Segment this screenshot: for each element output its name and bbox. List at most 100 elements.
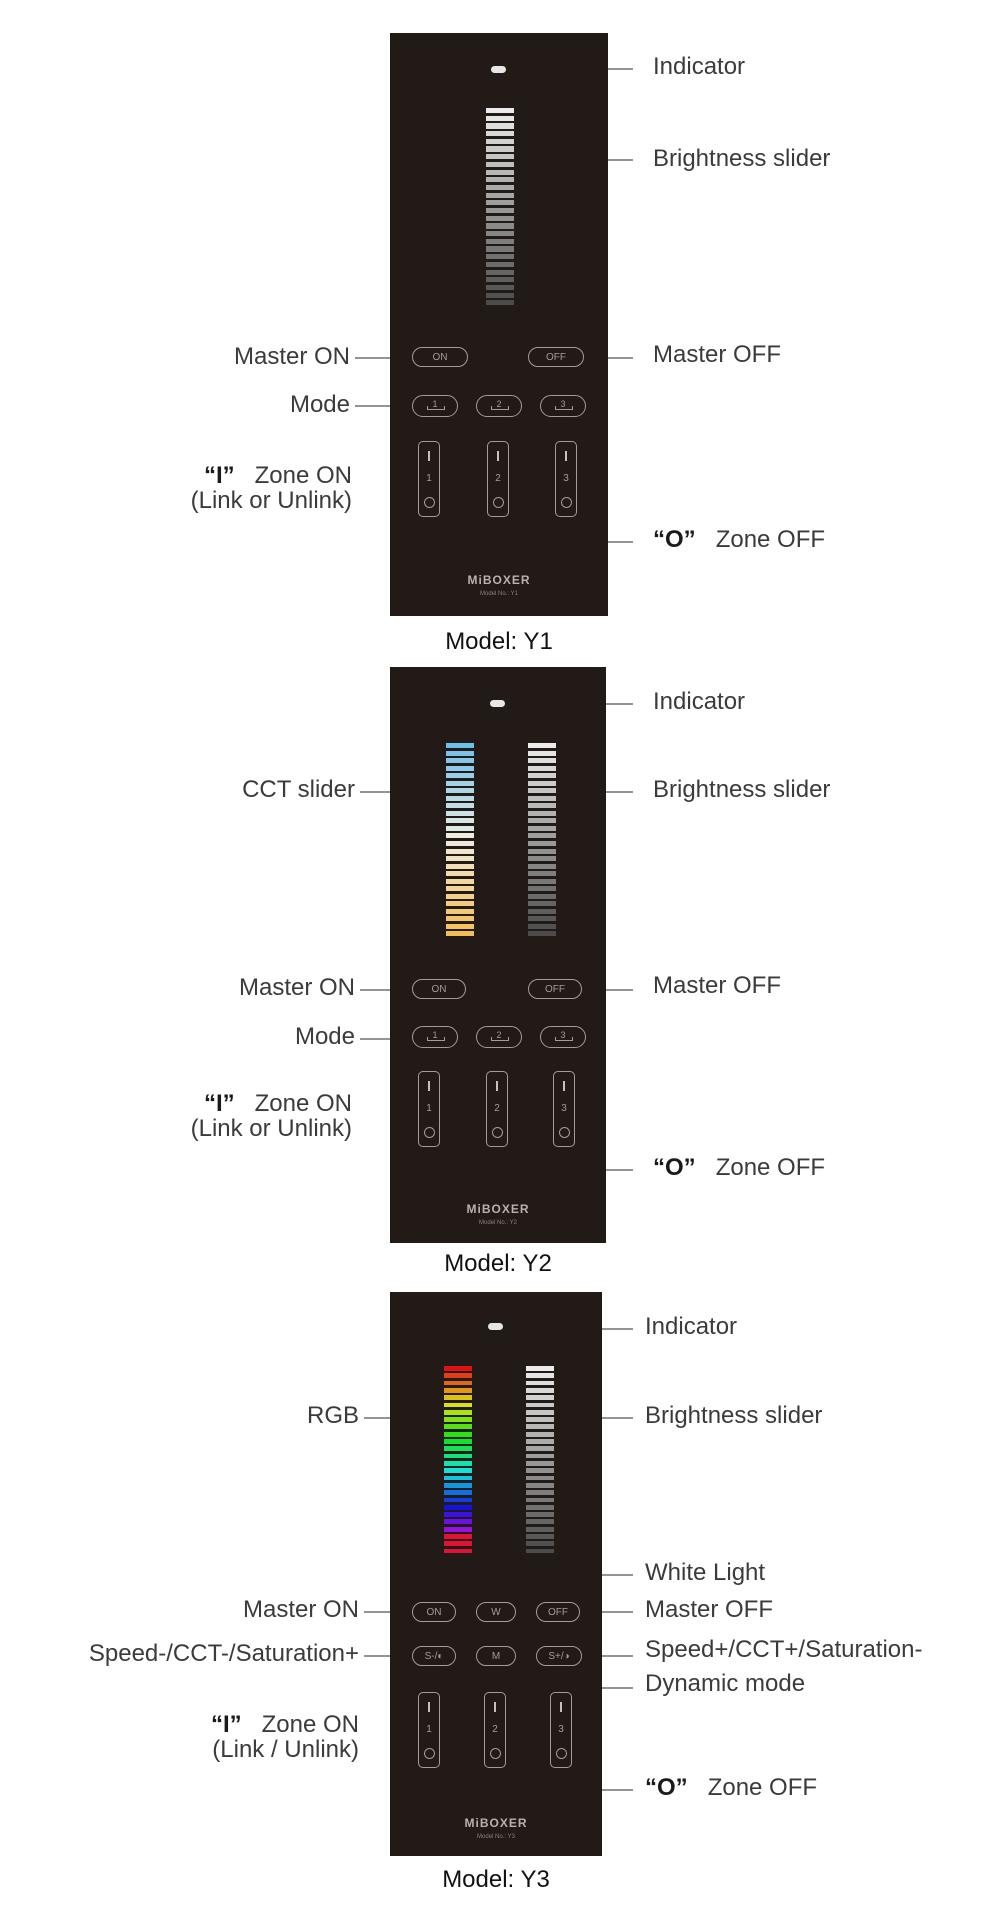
- slider-segment: [486, 231, 514, 237]
- slider-segment: [446, 810, 474, 816]
- mode-3-button[interactable]: 3: [540, 1026, 586, 1048]
- brand-model-number: Model No.: Y2: [479, 1220, 517, 1226]
- brightness-slider[interactable]: [526, 1366, 554, 1556]
- slider-segment: [446, 743, 474, 749]
- slider-segment: [528, 908, 556, 914]
- slider-segment: [528, 841, 556, 847]
- slider-segment: [444, 1519, 472, 1525]
- master-on-button[interactable]: ON: [412, 979, 466, 999]
- rgb-slider[interactable]: [444, 1366, 472, 1556]
- zone-2-button[interactable]: 2: [487, 441, 509, 517]
- slider-segment: [444, 1373, 472, 1379]
- cct-slider[interactable]: [446, 743, 474, 939]
- slider-segment: [486, 115, 514, 121]
- brightness-slider[interactable]: [486, 108, 514, 308]
- slider-segment: [486, 177, 514, 183]
- dynamic-mode-button[interactable]: M: [476, 1646, 516, 1666]
- slider-segment: [528, 848, 556, 854]
- slider-segment: [486, 131, 514, 137]
- indicator-led: [488, 1323, 503, 1330]
- slider-segment: [528, 878, 556, 884]
- mode-3-button[interactable]: 3: [540, 395, 586, 417]
- mode-2-icon: 2: [496, 399, 502, 409]
- slider-segment: [526, 1504, 554, 1510]
- zone-2-button[interactable]: 2: [484, 1692, 506, 1768]
- zone-3-button[interactable]: 3: [550, 1692, 572, 1768]
- master-on-button[interactable]: ON: [412, 1602, 456, 1622]
- master-off-button[interactable]: OFF: [528, 347, 584, 367]
- zone-on-quote: “I”: [203, 462, 235, 489]
- master-off-button[interactable]: OFF: [528, 979, 582, 999]
- slider-segment: [528, 916, 556, 922]
- slider-segment: [486, 123, 514, 129]
- zone-number: 1: [426, 1724, 432, 1735]
- zone-number: 2: [494, 1103, 500, 1114]
- rgb-label: RGB: [306, 1402, 359, 1429]
- slider-segment: [444, 1431, 472, 1437]
- slider-segment: [446, 795, 474, 801]
- speed-plus-button[interactable]: S+/◑: [536, 1646, 582, 1666]
- zone-off-text: Zone OFF: [715, 1154, 826, 1181]
- color-wheel-icon: ◑: [563, 1651, 570, 1662]
- mode-3-icon: 3: [560, 1030, 566, 1040]
- zone-on-quote: “I”: [203, 1090, 235, 1117]
- slider-segment: [486, 300, 514, 306]
- zone-number: 2: [492, 1724, 498, 1735]
- slider-segment: [444, 1453, 472, 1459]
- slider-segment: [486, 292, 514, 298]
- slider-segment: [446, 750, 474, 756]
- zone-1-button[interactable]: 1: [418, 1071, 440, 1147]
- white-light-button[interactable]: W: [476, 1602, 516, 1622]
- master-on-button[interactable]: ON: [412, 347, 468, 367]
- slider-segment: [446, 923, 474, 929]
- zone-1-button[interactable]: 1: [418, 1692, 440, 1768]
- slider-segment: [444, 1490, 472, 1496]
- slider-segment: [526, 1387, 554, 1393]
- zone-number: 3: [563, 473, 569, 484]
- slider-segment: [526, 1373, 554, 1379]
- zone-off-text: Zone OFF: [707, 1774, 818, 1801]
- slider-segment: [526, 1461, 554, 1466]
- slider-segment: [486, 269, 514, 275]
- zone-3-button[interactable]: 3: [553, 1071, 575, 1147]
- master-on-label: Master ON: [233, 343, 350, 370]
- slider-segment: [526, 1439, 554, 1444]
- slider-segment: [444, 1504, 472, 1510]
- zone-on-quote: “I”: [210, 1711, 242, 1738]
- mode-2-button[interactable]: 2: [476, 1026, 522, 1048]
- indicator-led: [491, 66, 506, 73]
- mode-1-button[interactable]: 1: [412, 1026, 458, 1048]
- slider-segment: [444, 1424, 472, 1430]
- zone-on-note: (Link or Unlink): [190, 1115, 352, 1142]
- zone-off-text: Zone OFF: [715, 526, 826, 553]
- slider-segment: [486, 169, 514, 175]
- brand-model-number: Model No.: Y1: [480, 591, 518, 597]
- slider-segment: [446, 818, 474, 824]
- model-label-y3: Model: Y3: [442, 1866, 550, 1893]
- slider-segment: [486, 261, 514, 268]
- slider-segment: [528, 825, 556, 831]
- zone-3-button[interactable]: 3: [555, 441, 577, 517]
- slider-segment: [444, 1402, 472, 1408]
- slider-segment: [444, 1526, 472, 1532]
- slider-segment: [446, 833, 474, 839]
- zone-2-button[interactable]: 2: [486, 1071, 508, 1147]
- brightness-slider[interactable]: [528, 743, 556, 939]
- zone-number: 1: [426, 473, 432, 484]
- slider-segment: [526, 1497, 554, 1503]
- mode-1-icon: 1: [432, 1030, 438, 1040]
- brand-model-number: Model No.: Y3: [477, 1834, 515, 1840]
- speed-minus-button[interactable]: S-/◐: [412, 1646, 456, 1666]
- slider-segment: [528, 788, 556, 794]
- slider-segment: [486, 184, 514, 191]
- slider-segment: [444, 1461, 472, 1466]
- mode-1-button[interactable]: 1: [412, 395, 458, 417]
- zone-number: 2: [495, 473, 501, 484]
- master-off-button[interactable]: OFF: [536, 1602, 580, 1622]
- slider-segment: [528, 803, 556, 809]
- model-label-y2: Model: Y2: [444, 1250, 552, 1277]
- speed-minus-label: Speed-/CCT-/Saturation+: [88, 1640, 359, 1667]
- zone-1-button[interactable]: 1: [418, 441, 440, 517]
- mode-2-button[interactable]: 2: [476, 395, 522, 417]
- zone-off-quote: “O”: [653, 1154, 696, 1181]
